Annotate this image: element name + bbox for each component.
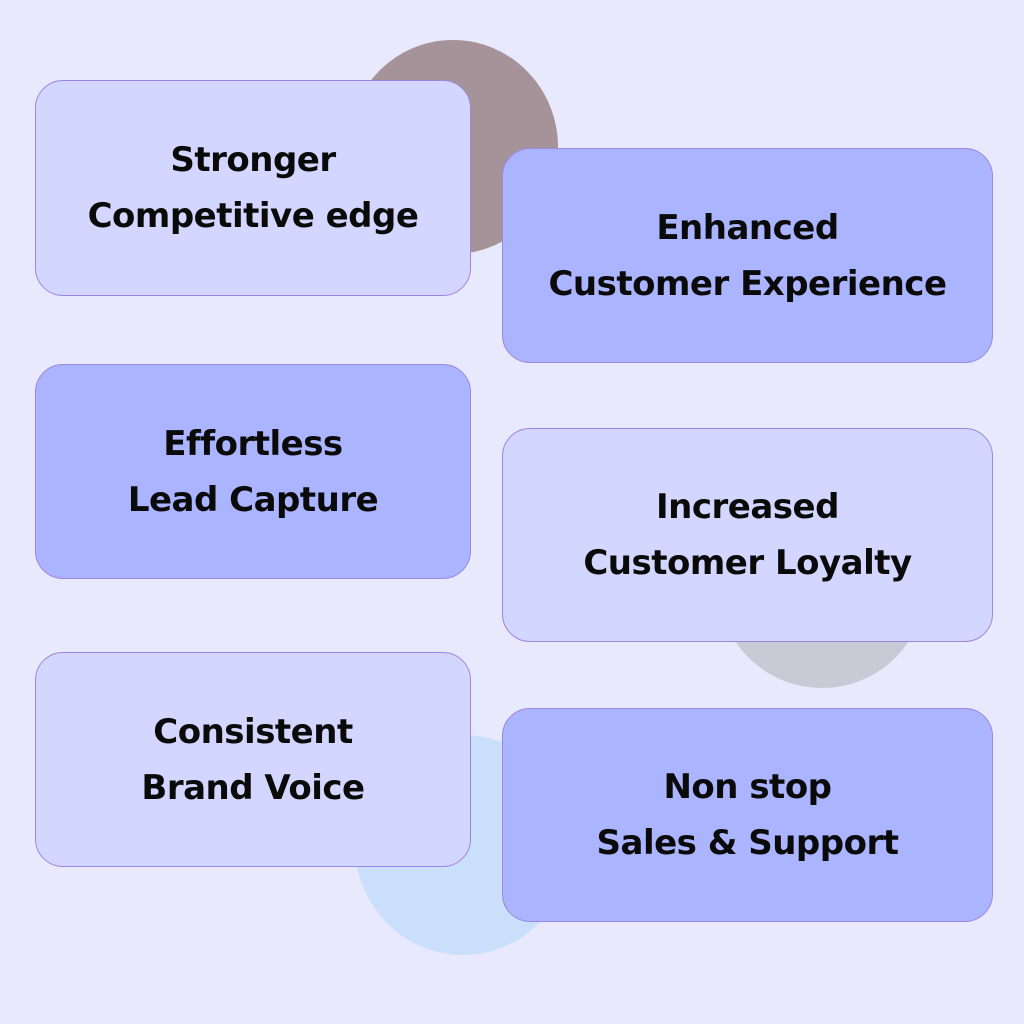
card-title: Enhanced xyxy=(656,207,839,248)
card-title: Effortless xyxy=(163,423,343,464)
card-subtitle: Sales & Support xyxy=(596,823,899,863)
card-subtitle: Competitive edge xyxy=(87,196,419,236)
card-title: Non stop xyxy=(663,767,832,807)
card-subtitle: Customer Experience xyxy=(548,263,947,304)
card-title: Consistent xyxy=(153,711,353,752)
card-subtitle: Customer Loyalty xyxy=(583,543,912,583)
card-subtitle: Lead Capture xyxy=(127,479,379,520)
card-title: Increased xyxy=(656,487,839,527)
card-subtitle: Brand Voice xyxy=(141,767,365,808)
card-title: Stronger xyxy=(170,140,336,180)
